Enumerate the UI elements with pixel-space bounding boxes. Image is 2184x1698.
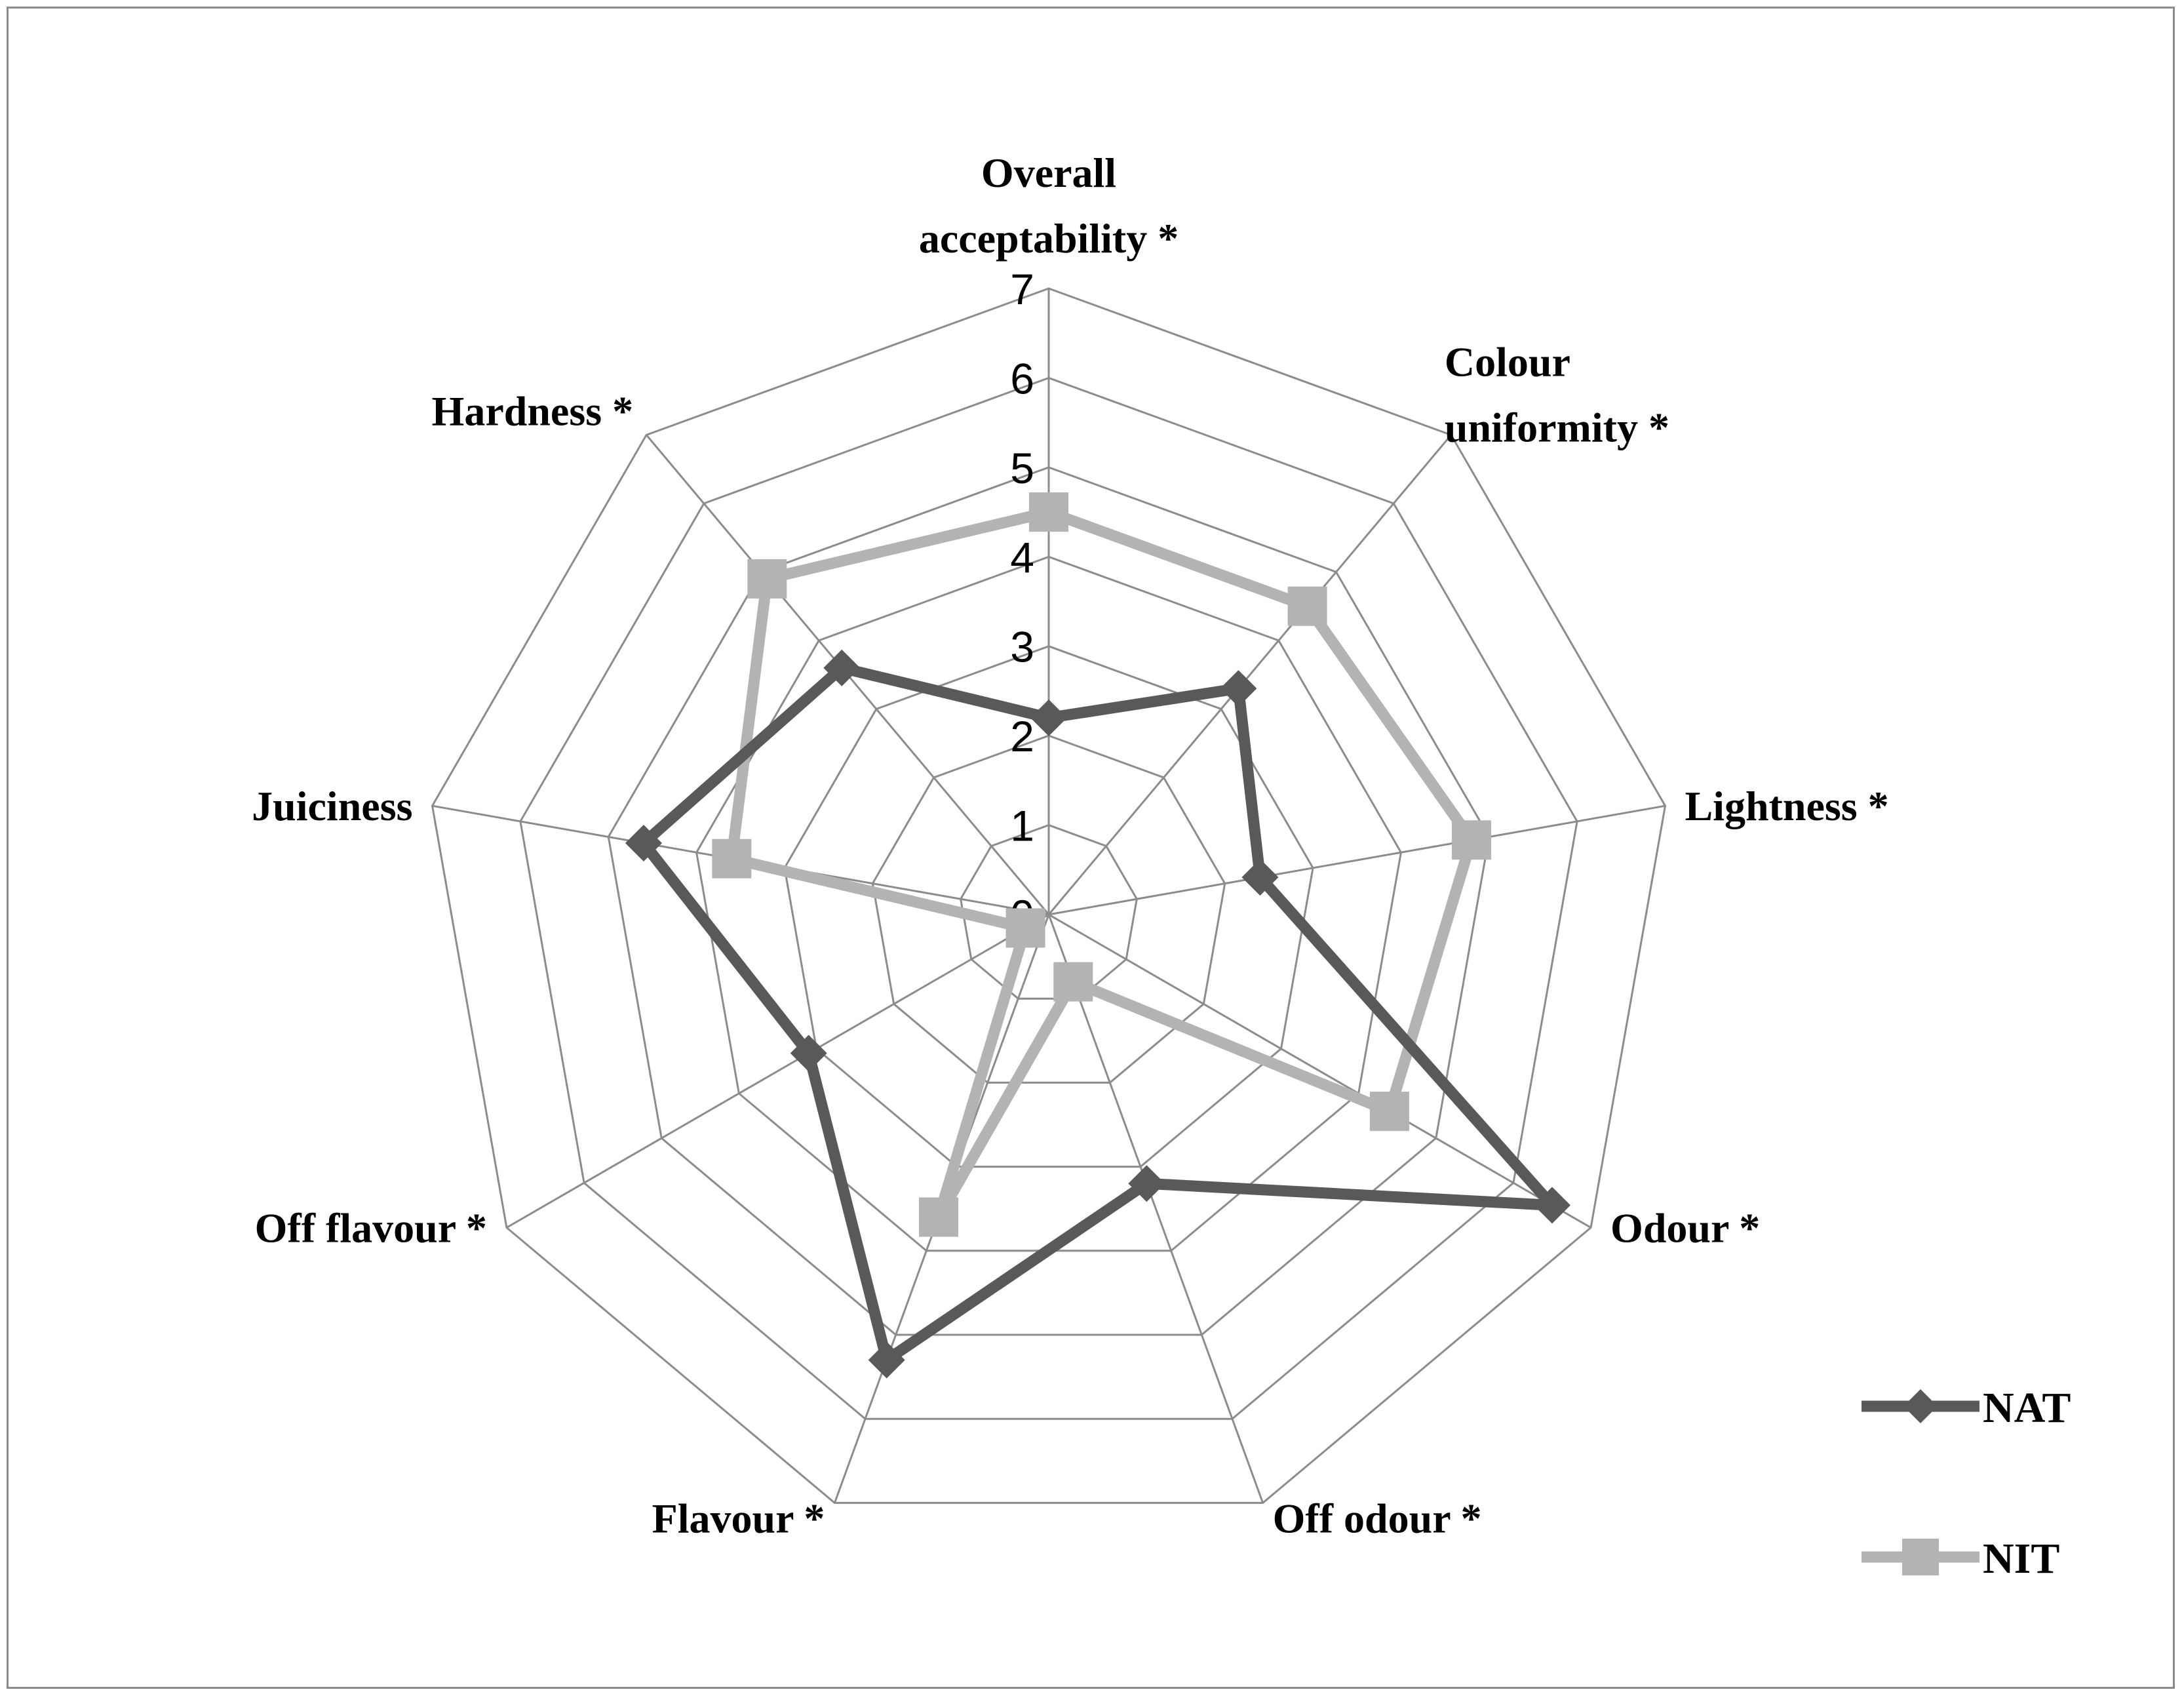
category-label-5: Flavour * — [652, 1495, 825, 1541]
grid-ring-5 — [607, 466, 1491, 1336]
data-point-NIT-2 — [1451, 820, 1491, 860]
category-label-7: Juiciness — [252, 783, 412, 829]
grid-ring-3 — [783, 645, 1314, 1168]
radial-ticks: 01234567 — [1010, 265, 1034, 939]
category-label-2: Lightness * — [1685, 783, 1888, 829]
data-point-NIT-8 — [747, 559, 787, 599]
chart-frame — [7, 7, 2175, 1689]
grid-spoke-4 — [1047, 914, 1264, 1503]
category-label-line: Colour — [1445, 338, 1570, 385]
tick-label-6: 6 — [1010, 354, 1034, 403]
grid-ring-7 — [431, 287, 1667, 1504]
tick-label-1: 1 — [1010, 802, 1034, 850]
category-label-line: uniformity * — [1445, 404, 1669, 450]
data-point-NAT-1 — [1220, 670, 1257, 707]
category-label-1: Colour uniformity * — [1445, 338, 1669, 450]
category-label-0: Overall acceptability * — [919, 149, 1179, 262]
grid-ring-6 — [519, 376, 1578, 1420]
data-point-NIT-0 — [1029, 492, 1068, 532]
data-point-NIT-3 — [1369, 1092, 1409, 1132]
data-point-NAT-7 — [625, 825, 662, 862]
series-layer — [625, 492, 1570, 1379]
category-label-4: Off odour * — [1273, 1495, 1482, 1541]
data-point-NIT-6 — [1005, 908, 1045, 948]
grid-spoke-3 — [1048, 913, 1591, 1229]
data-point-NAT-5 — [868, 1341, 905, 1379]
legend-label: NAT — [1983, 1384, 2071, 1432]
grid-spoke-6 — [506, 913, 1049, 1229]
category-label-line: Juiciness — [252, 783, 412, 829]
data-point-NAT-0 — [1030, 699, 1067, 736]
category-label-line: Off odour * — [1273, 1495, 1482, 1541]
tick-label-2: 2 — [1010, 712, 1034, 760]
data-point-NIT-1 — [1287, 586, 1327, 626]
grid-ring-2 — [871, 734, 1226, 1084]
radar-grid — [431, 287, 1667, 1504]
data-point-NAT-2 — [1241, 859, 1279, 896]
legend-item-NAT: NAT — [1862, 1384, 2071, 1432]
series-NAT — [625, 649, 1570, 1379]
category-label-line: Hardness * — [432, 387, 634, 434]
series-NIT — [712, 492, 1491, 1237]
category-label-3: Odour * — [1610, 1205, 1760, 1252]
legend-item-NIT: NIT — [1862, 1535, 2059, 1583]
data-point-NAT-3 — [1533, 1187, 1570, 1224]
legend: NAT NIT — [1862, 1384, 2071, 1583]
data-point-NAT-4 — [1128, 1165, 1165, 1202]
data-point-NAT-6 — [790, 1035, 827, 1072]
category-label-line: Odour * — [1610, 1205, 1760, 1252]
category-label-line: Lightness * — [1685, 783, 1888, 829]
tick-label-3: 3 — [1010, 623, 1034, 671]
data-point-NIT-4 — [1053, 962, 1093, 1002]
tick-label-7: 7 — [1010, 265, 1034, 313]
tick-label-5: 5 — [1010, 444, 1034, 492]
category-label-8: Hardness * — [432, 387, 634, 434]
legend-marker — [1903, 1389, 1938, 1423]
grid-spoke-1 — [1047, 434, 1453, 915]
grid-ring-1 — [960, 823, 1138, 1000]
category-label-6: Off flavour * — [255, 1205, 487, 1252]
data-point-NIT-7 — [712, 839, 752, 879]
category-label-line: Flavour * — [652, 1495, 825, 1541]
series-line-NAT — [638, 662, 1558, 1366]
data-point-NAT-8 — [823, 649, 861, 686]
data-point-NIT-5 — [919, 1197, 959, 1237]
grid-spoke-2 — [1048, 804, 1666, 916]
legend-marker — [1902, 1539, 1939, 1575]
series-line-NIT — [726, 506, 1477, 1223]
tick-label-4: 4 — [1010, 533, 1034, 582]
category-label-line: acceptability * — [919, 215, 1179, 262]
category-label-line: Overall — [981, 149, 1116, 196]
category-label-line: Off flavour * — [255, 1205, 487, 1252]
legend-label: NIT — [1983, 1535, 2059, 1583]
category-labels: Overall acceptability * Colour uniformity *… — [252, 149, 1889, 1541]
